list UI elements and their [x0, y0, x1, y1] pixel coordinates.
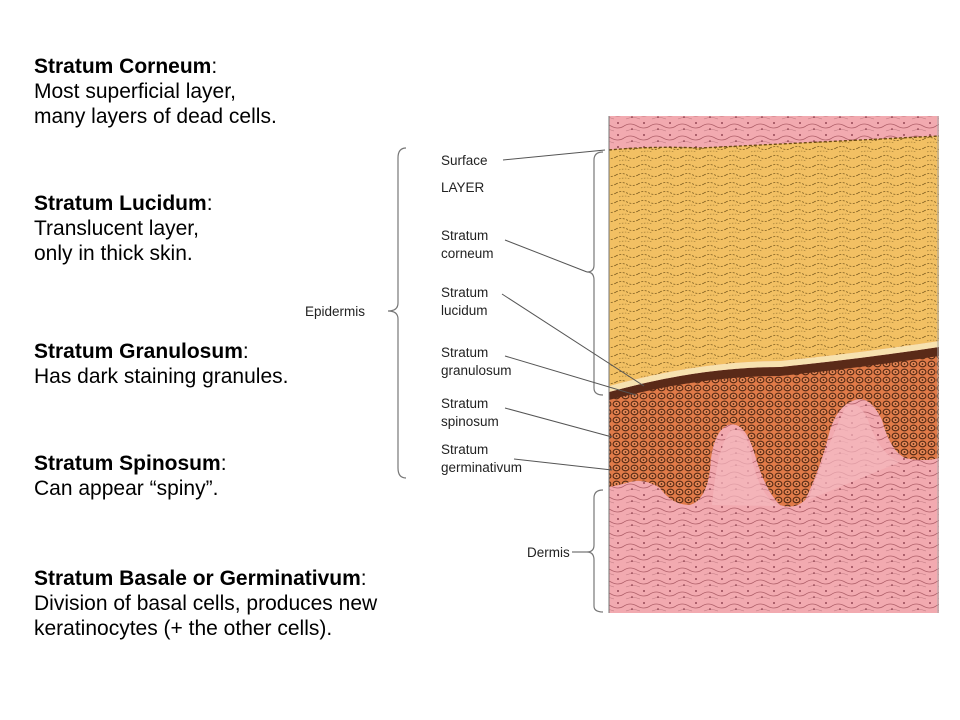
leader-corneum [504, 239, 588, 273]
desc-title: Stratum Granulosum [34, 340, 243, 363]
label-corneum-1: Stratum [441, 228, 488, 243]
dermal-papilla [808, 404, 900, 500]
label-germinativum-2: germinativum [441, 460, 522, 475]
lucidum-band [609, 341, 939, 392]
label-spinosum-2: spinosum [441, 414, 499, 429]
layer-bracket [586, 151, 604, 396]
granulosum-band [609, 347, 939, 400]
desc-line: Division of basal cells, produces new [34, 592, 378, 615]
desc-colon: : [242, 340, 249, 363]
desc-title: Stratum Basale or Germinativum [34, 567, 361, 590]
skin-surface [609, 135, 939, 151]
desc-line: Translucent layer, [34, 217, 199, 240]
label-germinativum-1: Stratum [441, 442, 488, 457]
label-surface: Surface [441, 153, 488, 168]
desc-line: many layers of dead cells. [34, 105, 277, 128]
desc-stratum-granulosum: Stratum Granulosum: Has dark staining gr… [34, 339, 288, 389]
label-layer: LAYER [441, 180, 485, 195]
cross-section-layers [609, 116, 939, 613]
label-spinosum-1: Stratum [441, 396, 488, 411]
desc-colon: : [211, 55, 218, 78]
epidermis-deep-texture [609, 350, 939, 507]
dermal-papilla [712, 429, 778, 506]
leader-lucidum [501, 293, 645, 387]
label-granulosum-2: granulosum [441, 363, 512, 378]
desc-stratum-lucidum: Stratum Lucidum: Translucent layer, only… [34, 191, 213, 266]
epidermis-bracket [387, 147, 407, 479]
desc-title: Stratum Corneum [34, 55, 212, 78]
leader-germinativum [513, 458, 613, 471]
desc-title: Stratum Spinosum [34, 452, 221, 475]
corneum-texture [609, 136, 939, 386]
label-dermis: Dermis [527, 545, 570, 560]
label-lucidum-2: lucidum [441, 303, 488, 318]
leader-granulosum [504, 355, 637, 396]
leader-surface [502, 149, 606, 161]
label-granulosum-1: Stratum [441, 345, 488, 360]
label-lucidum-1: Stratum [441, 285, 488, 300]
desc-line: only in thick skin. [34, 242, 193, 265]
desc-stratum-spinosum: Stratum Spinosum: Can appear “spiny”. [34, 451, 227, 501]
label-corneum-2: corneum [441, 246, 494, 261]
desc-colon: : [220, 452, 227, 475]
desc-stratum-corneum: Stratum Corneum: Most superficial layer,… [34, 54, 277, 129]
leader-spinosum [504, 407, 613, 438]
desc-stratum-basale: Stratum Basale or Germinativum: Division… [34, 566, 377, 641]
desc-line: Has dark staining granules. [34, 365, 289, 388]
dermis-bracket [586, 489, 604, 613]
desc-line: Can appear “spiny”. [34, 477, 219, 500]
desc-colon: : [206, 192, 213, 215]
desc-title: Stratum Lucidum [34, 192, 207, 215]
desc-line: Most superficial layer, [34, 80, 236, 103]
desc-line: keratinocytes (+ the other cells). [34, 617, 333, 640]
desc-colon: : [360, 567, 367, 590]
leader-lines [501, 149, 645, 553]
label-epidermis: Epidermis [305, 304, 365, 319]
